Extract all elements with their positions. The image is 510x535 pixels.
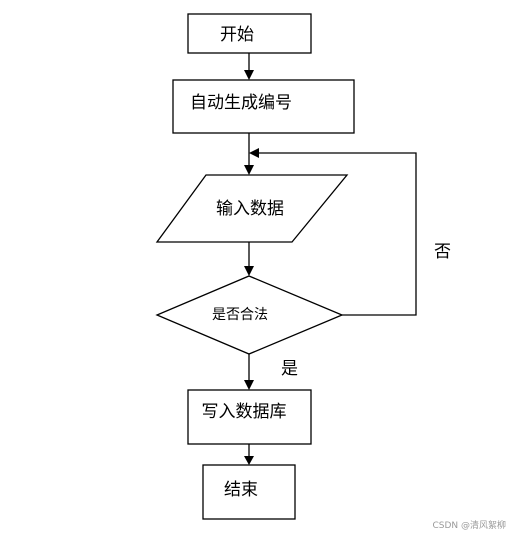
- write-db-label: 写入数据库: [202, 402, 287, 422]
- is-valid-label: 是否合法: [212, 307, 268, 323]
- no-label: 否: [434, 242, 451, 262]
- end-label: 结束: [224, 480, 258, 500]
- yes-label: 是: [281, 359, 298, 379]
- watermark: CSDN @清风絮柳: [432, 519, 506, 531]
- edge-auto-number-to-input: [244, 133, 254, 175]
- arrowhead: [244, 456, 254, 465]
- end-node: 结束: [202, 464, 296, 520]
- start-node: 开始: [187, 13, 312, 54]
- arrowhead: [244, 380, 254, 390]
- input-data-label: 输入数据: [216, 199, 284, 219]
- arrowhead: [244, 165, 254, 175]
- edge-start-to-auto-number: [244, 53, 254, 80]
- is-valid-decision-node: 是否合法: [155, 275, 344, 355]
- start-label: 开始: [220, 25, 254, 45]
- edge-no-loop-back: [249, 148, 417, 316]
- arrowhead: [249, 148, 259, 158]
- auto-number-label: 自动生成编号: [190, 93, 292, 113]
- arrowhead: [244, 266, 254, 276]
- write-db-node: 写入数据库: [187, 389, 312, 445]
- arrowhead: [244, 70, 254, 80]
- edge-write-db-to-end: [244, 444, 254, 465]
- input-data-node: 输入数据: [155, 174, 349, 243]
- edge-yes-to-write-db: [244, 354, 254, 390]
- auto-number-node: 自动生成编号: [172, 79, 355, 134]
- edge-input-to-decision: [244, 242, 254, 276]
